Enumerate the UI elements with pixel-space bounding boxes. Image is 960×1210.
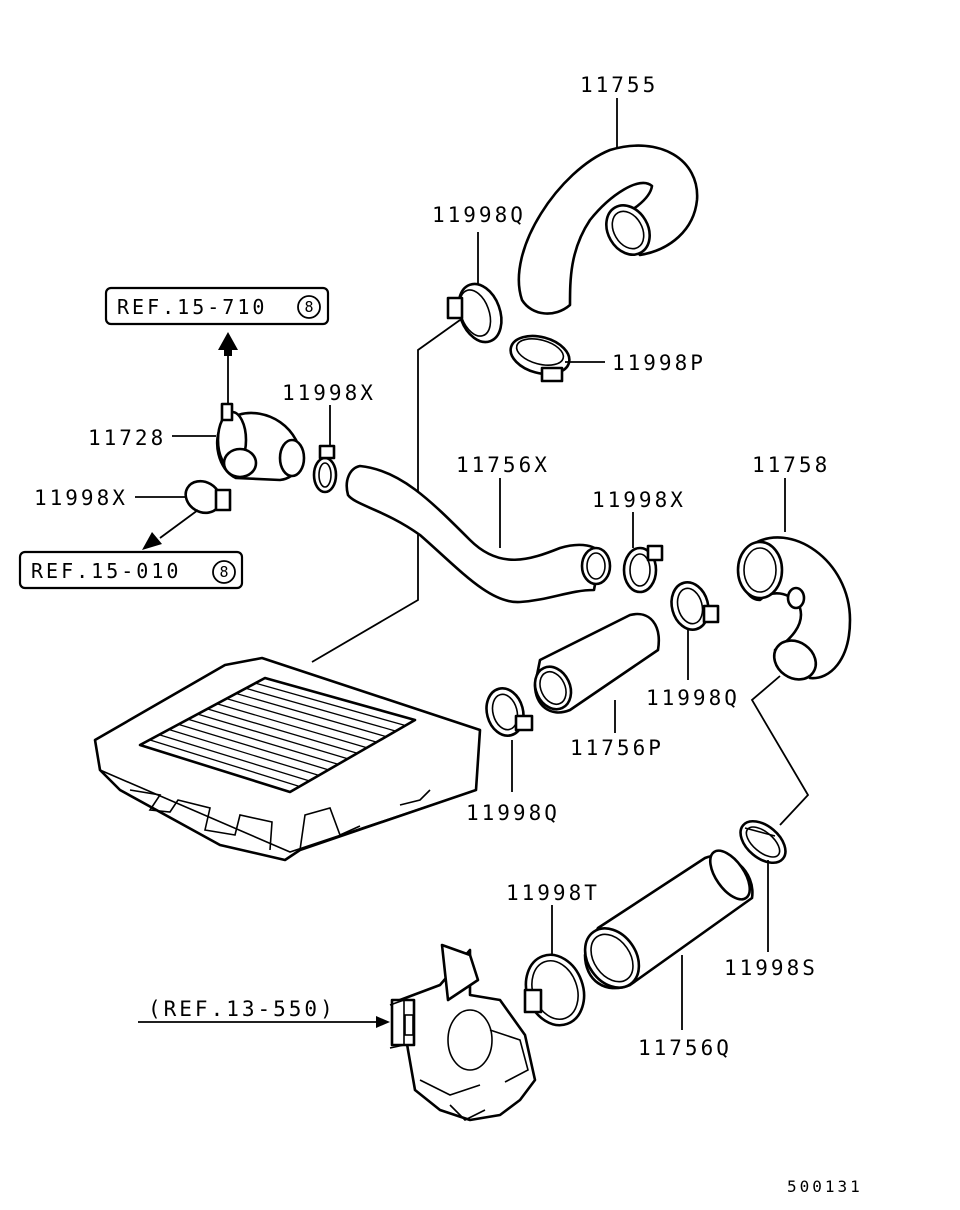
label-11756P: 11756P: [570, 736, 664, 760]
arrow-down-left-icon: [142, 532, 162, 550]
hose-11756X[interactable]: [345, 464, 612, 604]
label-11998X-left: 11998X: [34, 486, 128, 510]
arrow-up-icon: [218, 332, 238, 356]
leader-11998X-left-down: [159, 509, 199, 539]
ref-15-010-circle-number: 8: [219, 563, 228, 581]
clamp-11998X-mid[interactable]: [622, 544, 664, 594]
intercooler-fin: [235, 692, 387, 738]
throttle-body[interactable]: [389, 943, 537, 1122]
label-ref-13-550: (REF.13-550): [148, 997, 336, 1021]
label-11998Q-right: 11998Q: [646, 686, 740, 710]
label-11728: 11728: [88, 426, 166, 450]
intercooler-fin: [178, 723, 329, 771]
label-11756Q: 11756Q: [638, 1036, 732, 1060]
intercooler-fin: [149, 739, 300, 788]
label-11998S: 11998S: [724, 956, 818, 980]
hose-11756P[interactable]: [528, 612, 661, 715]
intercooler-fin: [245, 687, 396, 732]
label-11758: 11758: [752, 453, 830, 477]
ref-box-15-010[interactable]: REF.15-010 8: [18, 550, 244, 590]
intercooler-fin: [159, 734, 310, 782]
label-11998T: 11998T: [506, 881, 600, 905]
clamp-11998T[interactable]: [516, 947, 593, 1034]
label-11998X-mid: 11998X: [592, 488, 686, 512]
ref-15-710-circle-number: 8: [304, 298, 313, 316]
intercooler[interactable]: [93, 656, 482, 862]
intercooler-fin: [216, 703, 368, 749]
hose-11756Q[interactable]: [574, 844, 758, 998]
clamp-11998Q-right[interactable]: [666, 578, 720, 634]
label-11755: 11755: [580, 73, 658, 97]
intercooler-fin: [139, 744, 291, 793]
figure-number: 500131: [787, 1177, 863, 1196]
intercooler-fin: [187, 718, 339, 765]
hose-11755[interactable]: [517, 144, 699, 315]
leader-11758-clamp: [750, 675, 810, 826]
label-11998Q-top: 11998Q: [432, 203, 526, 227]
intercooler-fin: [197, 713, 348, 760]
label-11998P: 11998P: [612, 351, 706, 375]
intercooler-fin: [168, 728, 320, 777]
intercooler-fin: [255, 682, 406, 727]
hose-11758[interactable]: [736, 536, 852, 687]
intercooler-fin: [264, 677, 416, 721]
leader-intercooler: [311, 319, 461, 663]
label-11756X: 11756X: [456, 453, 550, 477]
intercooler-fin: [226, 697, 377, 743]
arrow-right-icon: [376, 1016, 390, 1028]
ref-15-710-text: REF.15-710: [117, 295, 267, 319]
valve-11728[interactable]: [215, 402, 306, 482]
label-11998X-bend: 11998X: [282, 381, 376, 405]
clamp-11998Q-top[interactable]: [446, 278, 509, 348]
label-11998Q-low: 11998Q: [466, 801, 560, 825]
ref-15-010-text: REF.15-010: [31, 559, 181, 583]
clamp-11998P[interactable]: [506, 330, 573, 383]
intercooler-fin: [207, 708, 358, 754]
clamp-11998S[interactable]: [733, 813, 793, 871]
clamp-11998X-left[interactable]: [180, 475, 232, 519]
ref-box-15-710[interactable]: REF.15-710 8: [104, 286, 330, 326]
clamp-11998X-bend[interactable]: [312, 444, 338, 494]
clamp-11998Q-low[interactable]: [481, 684, 534, 740]
